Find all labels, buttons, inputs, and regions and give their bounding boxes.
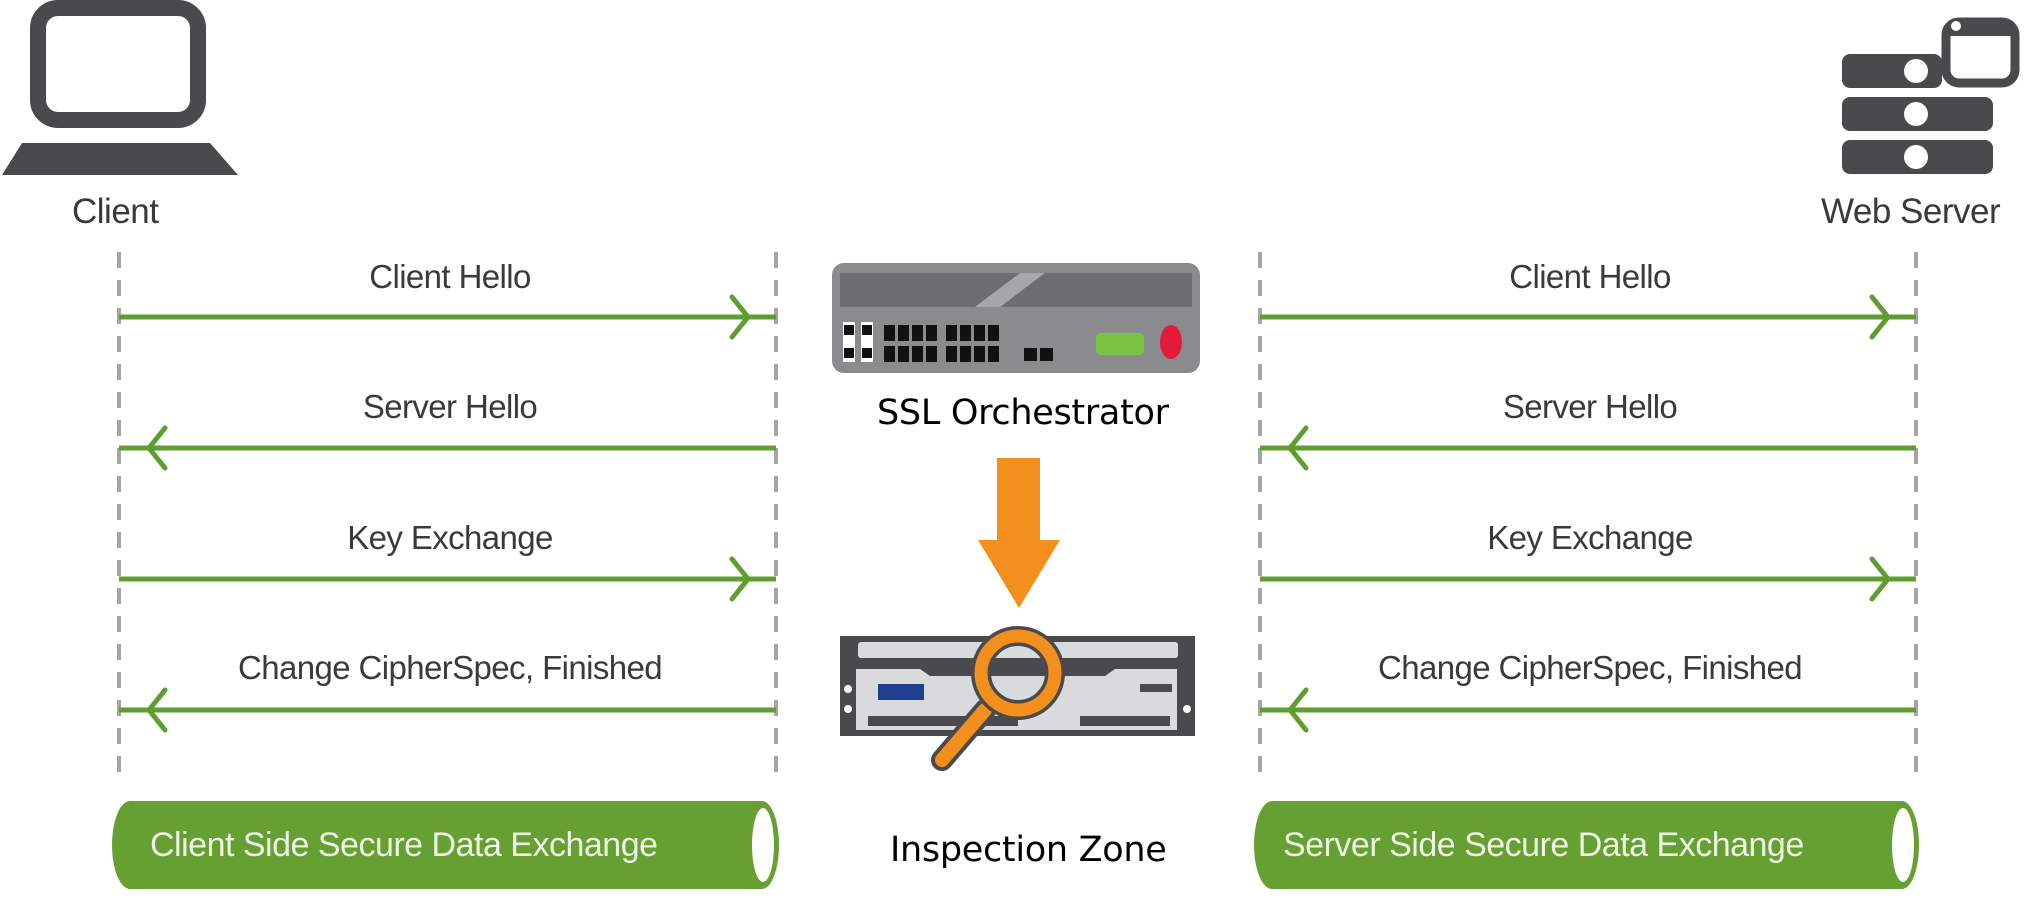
server-side-arrow-right [1260,294,1916,340]
client-side-message-label: Client Hello [369,258,531,295]
server-side-arrow-left [1260,687,1916,733]
client-side-pipe-label: Client Side Secure Data Exchange [150,826,658,864]
web-server-label: Web Server [1821,192,2001,231]
server-icon [1842,17,2020,174]
ssl-orchestrator-device-icon [832,263,1200,373]
client-label: Client [72,192,159,231]
arrow-head-icon [1286,425,1309,471]
server-side-message-label: Client Hello [1509,258,1671,295]
inspection-zone-label: Inspection Zone [890,830,1167,870]
client-side-arrow-left [119,687,776,733]
server-side-message-label: Server Hello [1502,388,1678,425]
message-arrows [119,294,1916,733]
laptop-icon [2,0,238,175]
client-side-arrow-right [119,556,776,602]
arrow-head-icon [729,556,752,602]
server-side-message-label: Key Exchange [1487,519,1693,556]
server-side-pipe [1254,801,1919,889]
arrow-head-icon [1869,556,1892,602]
client-side-message-label: Server Hello [362,388,538,425]
server-side-pipe-label: Server Side Secure Data Exchange [1283,826,1804,864]
server-side-message-label: Change CipherSpec, Finished [1377,649,1803,686]
down-arrow-icon [978,458,1060,608]
arrow-head-icon [729,294,752,340]
arrow-head-icon [1286,687,1309,733]
arrow-head-icon [145,687,168,733]
client-side-pipe [112,801,779,889]
arrow-head-icon [145,425,168,471]
arrow-head-icon [1869,294,1892,340]
client-side-arrow-right [119,294,776,340]
server-side-arrow-right [1260,556,1916,602]
server-side-arrow-left [1260,425,1916,471]
inspection-device-icon [840,626,1195,771]
client-side-arrow-left [119,425,776,471]
client-side-message-label: Key Exchange [347,519,553,556]
client-side-message-label: Change CipherSpec, Finished [237,649,663,686]
lifelines [117,252,1918,778]
ssl-orchestrator-label: SSL Orchestrator [877,393,1169,433]
